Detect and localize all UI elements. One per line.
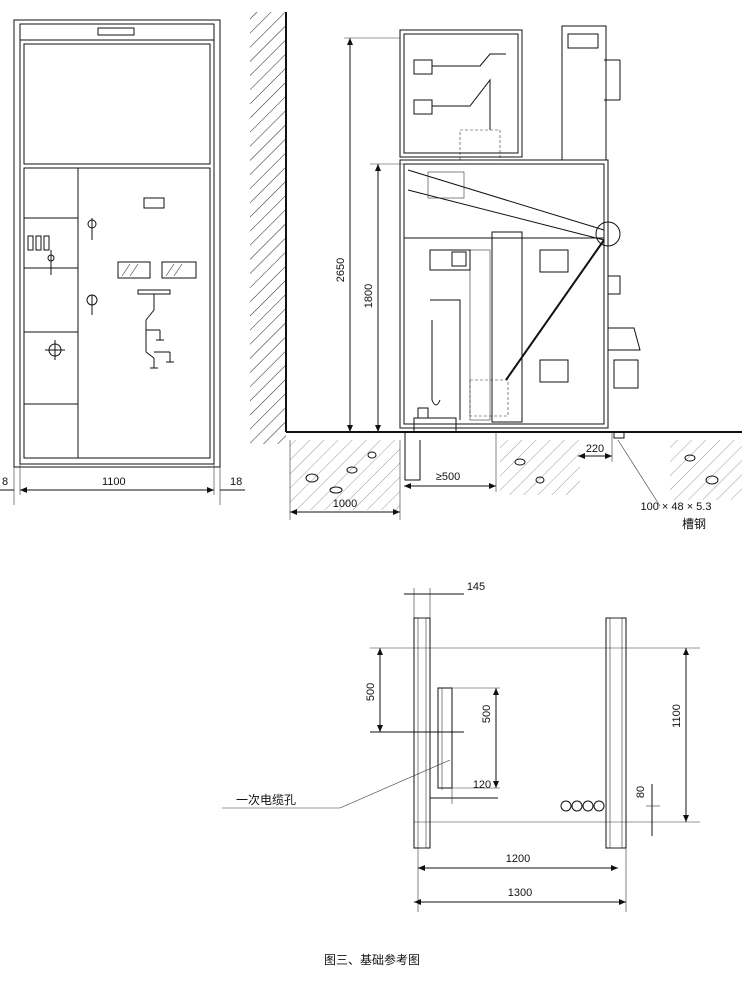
front-view bbox=[13, 19, 221, 468]
dim-2650: 2650 bbox=[335, 258, 347, 282]
dim-1200: 1200 bbox=[506, 853, 530, 865]
floor bbox=[286, 431, 742, 510]
dim-1800: 1800 bbox=[363, 284, 375, 308]
foundation-plan bbox=[222, 588, 700, 912]
dim-clearance: ≥500 bbox=[436, 471, 460, 483]
front-dimensions bbox=[0, 464, 245, 505]
dim-1100-plan: 1100 bbox=[671, 704, 683, 728]
dim-220: 220 bbox=[586, 443, 604, 455]
cable-hole-label: 一次电缆孔 bbox=[236, 793, 296, 807]
channel-size: 100 × 48 × 5.3 bbox=[641, 501, 712, 513]
dim-145: 145 bbox=[467, 581, 485, 593]
wall-hatch bbox=[250, 12, 287, 444]
dim-1300: 1300 bbox=[508, 887, 532, 899]
switchgear-side-view bbox=[399, 25, 641, 433]
dim-500-outer: 500 bbox=[365, 683, 377, 701]
channel-label: 槽钢 bbox=[682, 517, 706, 531]
side-dimensions bbox=[289, 37, 661, 520]
dim-8: 8 bbox=[2, 476, 8, 488]
dim-120: 120 bbox=[473, 779, 491, 791]
dim-18: 18 bbox=[230, 476, 242, 488]
dim-1100-front: 1100 bbox=[102, 476, 126, 488]
dim-80: 80 bbox=[635, 786, 647, 798]
dim-500-inner: 500 bbox=[481, 705, 493, 723]
dim-1000: 1000 bbox=[333, 498, 357, 510]
figure-caption: 图三、基础参考图 bbox=[324, 952, 420, 967]
